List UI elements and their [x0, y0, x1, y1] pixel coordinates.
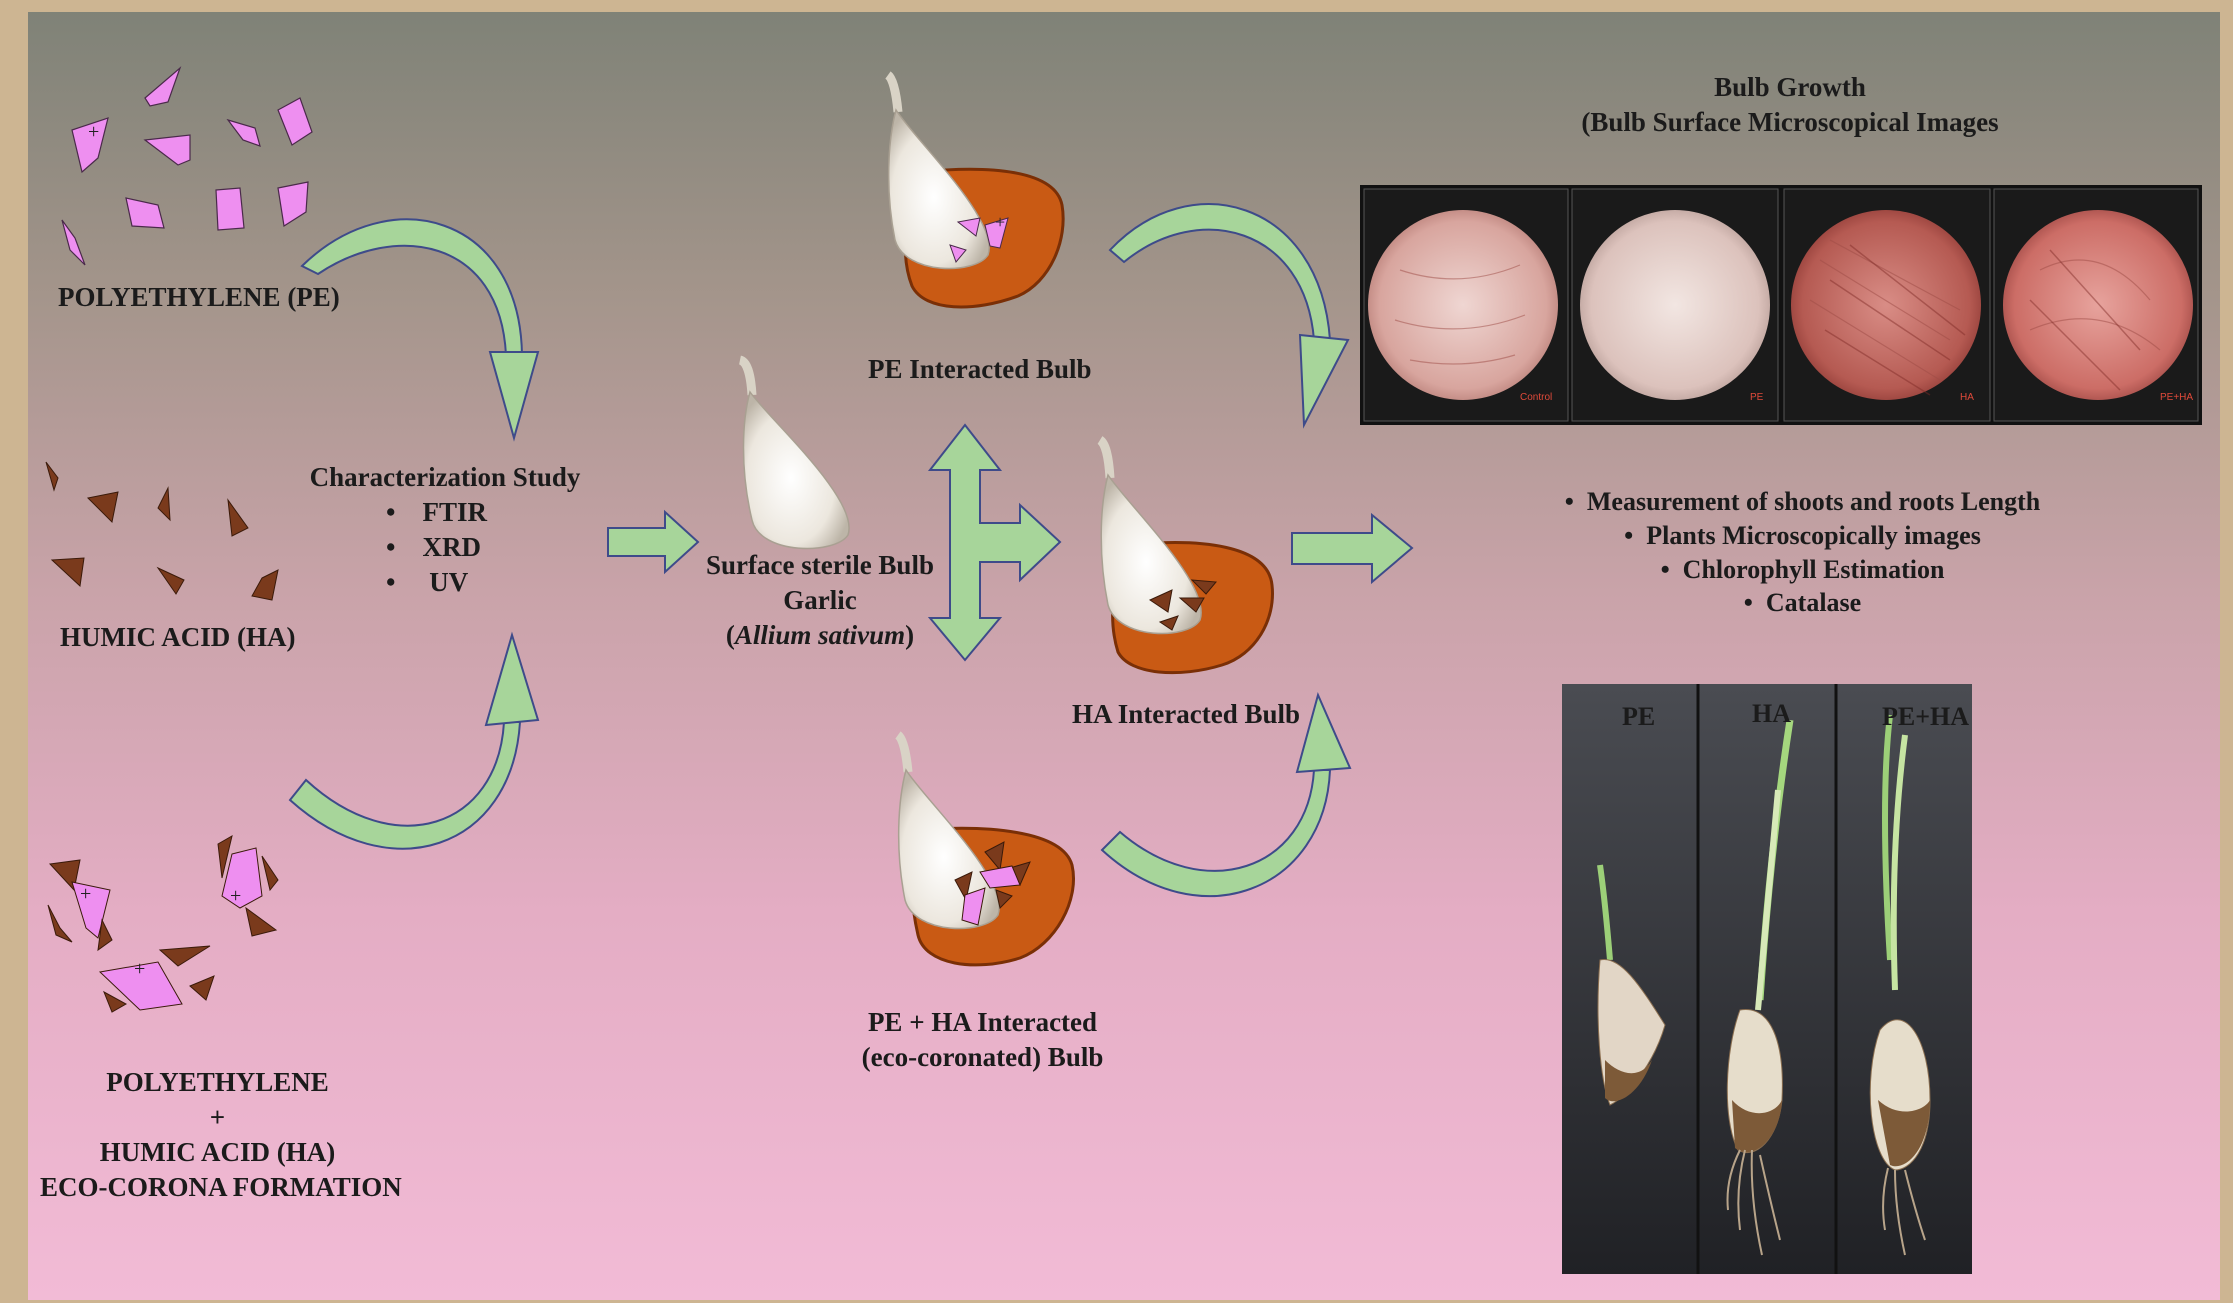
- mix-label: POLYETHYLENE + HUMIC ACID (HA) ECO-CORON…: [40, 1065, 395, 1205]
- microscopy-strip: [1360, 185, 2202, 425]
- pe-label: POLYETHYLENE (PE): [58, 280, 340, 315]
- ha-bulb-label: HA Interacted Bulb: [1072, 697, 1300, 732]
- measurement-item: • Catalase: [1525, 586, 2080, 620]
- pe-fragments: [62, 68, 312, 265]
- micro-tag: Control: [1520, 392, 1552, 403]
- mix-label-line3: HUMIC ACID (HA): [40, 1135, 395, 1170]
- characterization-item: • FTIR: [300, 495, 590, 530]
- characterization-item: • UV: [300, 565, 590, 600]
- ha-fragments: [46, 462, 278, 600]
- mix-label-plus: +: [40, 1100, 395, 1135]
- svg-text:+: +: [80, 883, 91, 905]
- ha-interacted-bulb: [1100, 440, 1272, 673]
- pe-interacted-bulb: +: [888, 75, 1063, 307]
- characterization-block: Characterization Study • FTIR • XRD • UV: [300, 460, 590, 600]
- curved-arrow-growth: [1110, 204, 1348, 425]
- peha-bulb-label: PE + HA Interacted (eco-coronated) Bulb: [850, 1005, 1115, 1075]
- charge-sign: +: [88, 121, 99, 143]
- plant-panel-label: PE+HA: [1882, 700, 1969, 734]
- characterization-title: Characterization Study: [300, 460, 590, 495]
- measurement-list: • Measurement of shoots and roots Length…: [1525, 485, 2080, 620]
- svg-text:+: +: [134, 958, 145, 980]
- sterile-bulb-label: Surface sterile Bulb Garlic (Allium sati…: [690, 548, 950, 653]
- peha-interacted-bulb: [898, 735, 1073, 965]
- pe-bulb-label: PE Interacted Bulb: [868, 352, 1092, 387]
- svg-text:+: +: [230, 885, 241, 907]
- micro-tag: PE: [1750, 392, 1763, 403]
- measurement-item: • Plants Microscopically images: [1525, 519, 2080, 553]
- mix-label-line4: ECO-CORONA FORMATION: [40, 1170, 395, 1205]
- garlic-clove-sterile: [740, 360, 849, 549]
- growth-heading: Bulb Growth (Bulb Surface Microscopical …: [1570, 70, 2010, 140]
- svg-text:+: +: [995, 212, 1005, 232]
- characterization-item: • XRD: [300, 530, 590, 565]
- mix-label-line1: POLYETHYLENE: [40, 1065, 395, 1100]
- arrow-to-measurements: [1292, 515, 1412, 582]
- arrow-to-bulb: [608, 512, 698, 572]
- ha-label: HUMIC ACID (HA): [60, 620, 296, 655]
- curved-arrow-pe: [302, 219, 538, 438]
- measurement-item: • Chlorophyll Estimation: [1525, 553, 2080, 587]
- micro-tag: HA: [1960, 392, 1974, 403]
- measurement-item: • Measurement of shoots and roots Length: [1525, 485, 2080, 519]
- species-name: Allium sativum: [735, 620, 905, 650]
- curved-arrow-mix: [290, 635, 538, 849]
- plant-photo: [1562, 684, 1972, 1274]
- growth-title: Bulb Growth: [1570, 70, 2010, 105]
- mix-fragments: [48, 836, 278, 1012]
- plant-panel-label: HA: [1752, 697, 1791, 731]
- plant-panel-label: PE: [1622, 700, 1655, 734]
- growth-subtitle: (Bulb Surface Microscopical Images: [1570, 105, 2010, 140]
- micro-tag: PE+HA: [2160, 392, 2193, 403]
